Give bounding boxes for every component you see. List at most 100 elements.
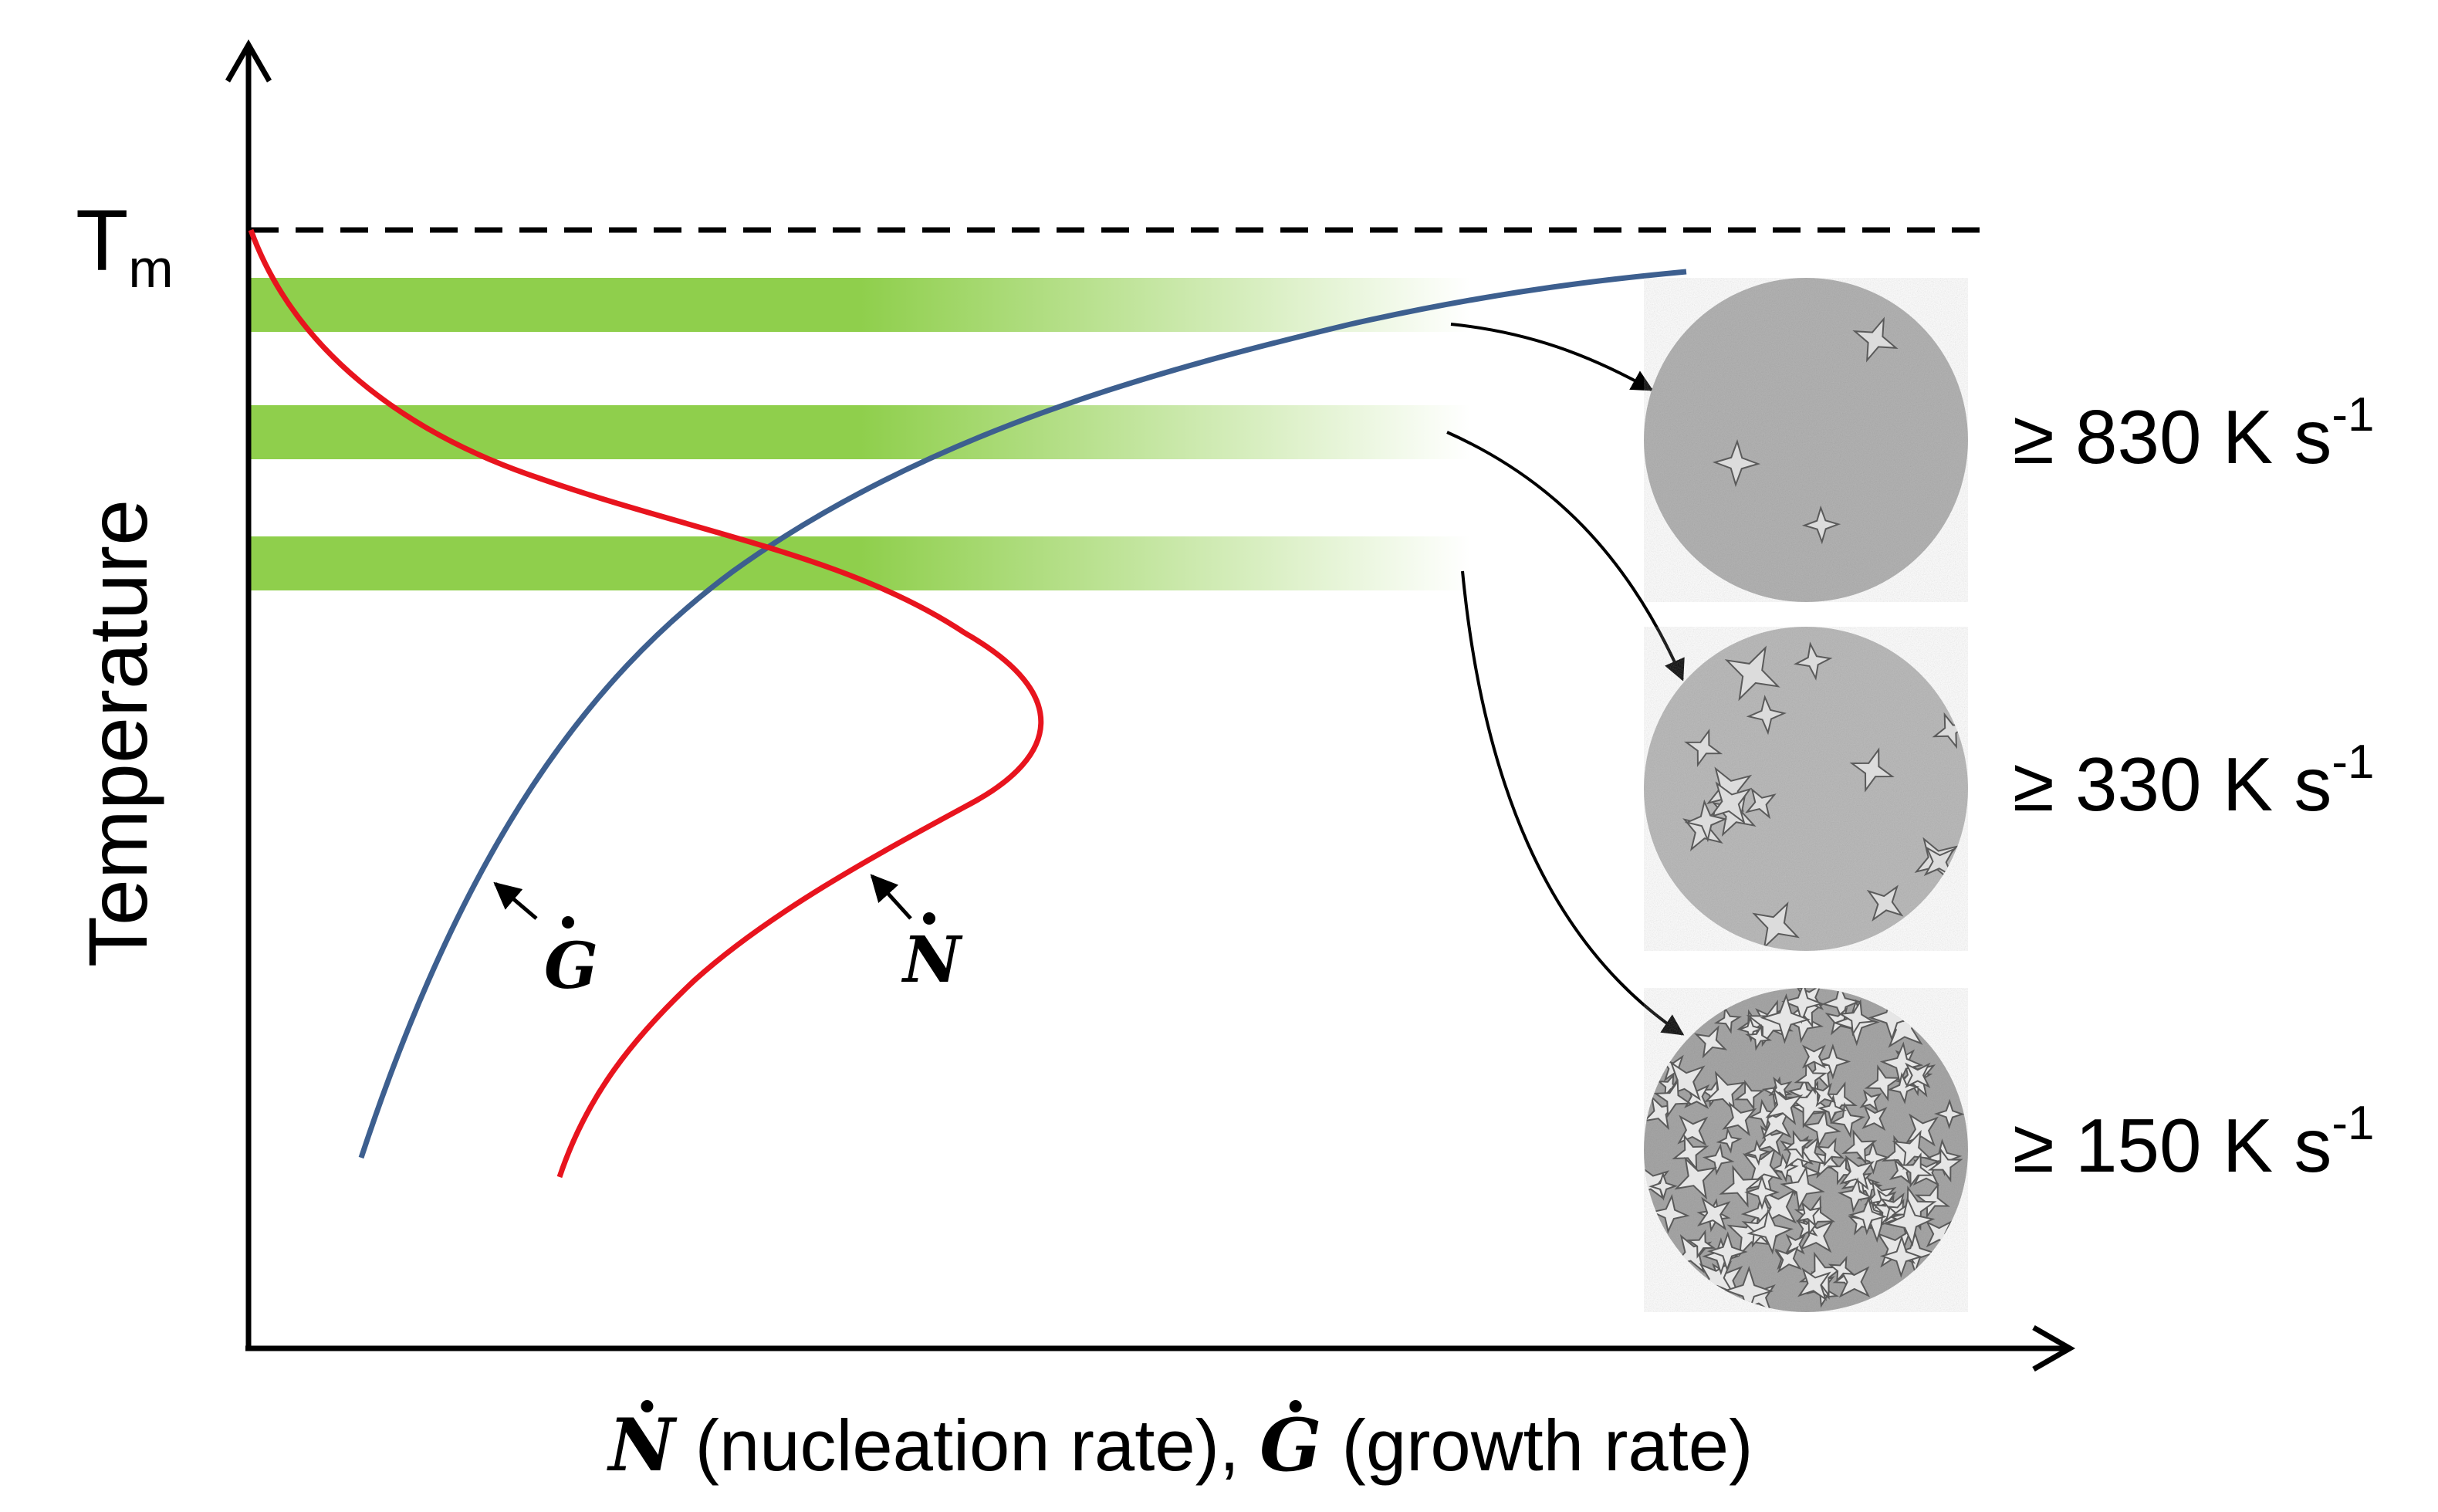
growth-curve-pointer [493, 881, 538, 920]
crystal-mark [1709, 781, 1752, 825]
crystal-mark [1702, 1143, 1735, 1176]
crystal-mark [1733, 1079, 1765, 1111]
crystal-mark [1713, 1006, 1743, 1034]
crystal-mark [1703, 1071, 1747, 1114]
crystal-mark [1839, 1155, 1875, 1191]
crystal-mark [1684, 799, 1728, 843]
crystal-mark [1684, 728, 1723, 768]
nucleation-curve-label: N [901, 912, 963, 997]
growth-symbol: G [544, 929, 598, 1003]
crystal-mark [1861, 1105, 1888, 1131]
crystal-mark [1747, 1208, 1794, 1255]
crystal-mark [1795, 1201, 1822, 1228]
arrow-to-micrograph-1 [1450, 323, 1654, 391]
crystal-mark [1653, 1079, 1692, 1118]
crystal-mark [1694, 1025, 1728, 1059]
crystal-mark [1649, 1193, 1690, 1234]
crystal-mark [1838, 999, 1875, 1037]
crystal-mark [1765, 1087, 1804, 1125]
crystal-mark [1892, 1129, 1932, 1171]
crystal-mark [1722, 1101, 1757, 1137]
x-axis-label: N (nucleation rate), G (growth rate) [607, 1400, 1753, 1488]
micrograph-medium-cooling [1644, 627, 1968, 951]
crystal-mark [1744, 1174, 1780, 1210]
crystal-mark [1769, 1153, 1799, 1183]
crystal-mark [1712, 438, 1761, 488]
arrow-to-micrograph-3 [1461, 570, 1685, 1036]
x-label-g-dot [1289, 1400, 1302, 1412]
crystal-mark [1934, 1098, 1965, 1130]
crystal-mark [1866, 885, 1904, 922]
x-axis-label-text: N (nucleation rate), G (growth rate) [607, 1403, 1753, 1488]
crystal-mark [1797, 1267, 1831, 1301]
crystal-mark [1801, 1044, 1826, 1069]
crystal-mark [1742, 1146, 1783, 1187]
melting-temperature-label: Tm [76, 192, 174, 299]
cooling-rate-label-1: ≥ 830 K s-1 [2013, 388, 2374, 479]
micrograph-fast-cooling [1644, 278, 1968, 602]
crystal-mark [1760, 993, 1811, 1044]
crystal-mark [1648, 1172, 1678, 1201]
growth-symbol-dot [562, 916, 574, 929]
crystal-mark [1829, 1101, 1866, 1138]
nucleation-curve-pointer [870, 874, 912, 920]
cooling-band-medium [251, 405, 1470, 459]
crystal-mark [1879, 1235, 1923, 1278]
crystal-mark [1801, 505, 1841, 545]
nucleation-symbol-dot [923, 912, 935, 925]
cooling-rate-label-3: ≥ 150 K s-1 [2013, 1097, 2374, 1188]
growth-curve-label: G [544, 916, 598, 1003]
crystal-mark [1794, 1060, 1828, 1095]
crystal-mark [1724, 645, 1780, 702]
crystal-mark [1716, 1127, 1743, 1154]
crystal-mark [1815, 1137, 1845, 1167]
growth-rate-curve [358, 269, 1687, 1159]
x-axis-arrowhead [2032, 1324, 2076, 1372]
nucleation-symbol: N [901, 923, 963, 997]
crystal-mark [1783, 1129, 1814, 1161]
crystal-mark [1837, 1177, 1874, 1213]
crystal-mark [1887, 1071, 1920, 1104]
crystal-mark [1745, 1023, 1773, 1051]
crystal-mark [1849, 747, 1895, 793]
crystal-mark [1817, 1094, 1848, 1125]
crystal-mark [1838, 1266, 1871, 1298]
crystal-mark [1674, 1156, 1718, 1200]
crystal-mark [1723, 1266, 1774, 1312]
crystal-mark [1905, 1062, 1931, 1088]
x-label-n-dot [641, 1400, 654, 1412]
micrograph-slow-cooling [1644, 988, 1968, 1312]
crystal-mark [1852, 316, 1899, 363]
crystal-mark [1892, 1186, 1937, 1231]
crystal-mark [1696, 1196, 1731, 1231]
crystal-mark [1793, 641, 1833, 681]
crystal-mark [1859, 1089, 1882, 1112]
crystal-mark [1811, 1082, 1837, 1108]
cooling-rate-label-2: ≥ 330 K s-1 [2013, 736, 2374, 827]
crystal-mark [1746, 695, 1787, 736]
y-axis-label: Temperature [71, 499, 164, 967]
crystal-mark [1828, 1256, 1855, 1284]
crystal-mark [1848, 1196, 1888, 1236]
crystal-mark [1885, 1196, 1936, 1247]
crystal-mark [1780, 1165, 1825, 1211]
crystal-mark [1898, 1152, 1934, 1189]
crystal-mark [1774, 1245, 1802, 1274]
crystal-mark [1841, 1129, 1878, 1165]
crystal-mark [1914, 1182, 1951, 1219]
x-label-n-symbol: N [607, 1403, 678, 1488]
crystal-mark [1744, 1139, 1771, 1166]
y-axis-arrowhead [225, 39, 272, 83]
nucleation-rate-curve [248, 228, 1044, 1179]
x-label-g-symbol: G [1260, 1403, 1321, 1488]
crystal-mark [1719, 1165, 1762, 1208]
crystal-mark [1827, 1155, 1857, 1186]
crystal-mark [1745, 787, 1777, 820]
arrow-to-micrograph-2 [1446, 431, 1685, 682]
crystal-mark [1784, 1233, 1806, 1255]
crystal-mark [1706, 1231, 1748, 1272]
crystal-mark [1927, 1147, 1963, 1182]
crystal-mark [1686, 1229, 1716, 1259]
cooling-band-fast [251, 278, 1470, 332]
